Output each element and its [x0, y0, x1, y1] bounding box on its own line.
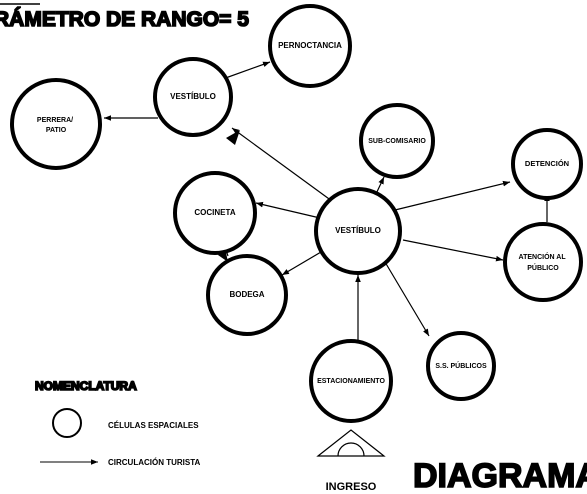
edge-vestibulo2-sspublicos: [384, 261, 430, 337]
diagram-title: RÁMETRO DE RANGO= 5: [0, 8, 249, 31]
node-label-sspublicos: S.S. PÚBLICOS: [435, 361, 487, 370]
legend-title: NOMENCLATURA: [35, 379, 137, 393]
edge-vestibulo2-bodega: [281, 251, 322, 276]
node-vestibulo: VESTÍBULO: [153, 57, 233, 137]
node-perrera: PERRERA/ PATIO: [10, 78, 102, 170]
node-atencion: ATENCIÓN AL PÚBLICO: [503, 222, 583, 302]
node-sspublicos: S.S. PÚBLICOS: [426, 331, 496, 401]
node-subcomisario: SUB-COMISARIO: [359, 103, 435, 179]
node-label-vestibulo2: VESTÍBULO: [335, 226, 381, 235]
node-vestibulo2: VESTÍBULO: [314, 187, 402, 275]
edge-vestibulo2-vestibulo: [231, 127, 337, 205]
node-label-atencion: ATENCIÓN AL PÚBLICO: [519, 252, 568, 272]
node-label-bodega: BODEGA: [229, 290, 264, 299]
legend-cells-label: CÉLULAS ESPACIALES: [108, 421, 199, 430]
node-cocineta: COCINETA: [173, 171, 257, 255]
connector-tab-vestibulo: [226, 130, 240, 145]
edge-vestibulo2-cocineta: [255, 201, 321, 219]
node-label-cocineta: COCINETA: [194, 208, 235, 217]
node-label-detencion: DETENCIÓN: [525, 159, 569, 168]
node-detencion: DETENCIÓN: [511, 128, 583, 200]
entrance-arch-icon: [316, 429, 386, 457]
edge-vestibulo-pernoctancia: [219, 61, 271, 81]
node-estacionamiento: ESTACIONAMIENTO: [309, 339, 393, 423]
node-label-perrera: PERRERA/ PATIO: [37, 117, 75, 134]
edge-vestibulo2-atencion: [402, 239, 504, 262]
footer-title: DIAGRAMA: [413, 457, 587, 494]
node-label-estacionamiento: ESTACIONAMIENTO: [317, 378, 385, 385]
node-pernoctancia: PERNOCTANCIA: [268, 4, 352, 88]
edge-vestibulo2-detencion: [394, 180, 511, 211]
node-label-pernoctancia: PERNOCTANCIA: [278, 41, 342, 50]
node-bodega: BODEGA: [206, 254, 288, 336]
node-label-vestibulo: VESTÍBULO: [170, 92, 216, 101]
node-label-subcomisario: SUB-COMISARIO: [368, 138, 426, 145]
legend-circle-icon: [52, 408, 82, 438]
legend-circulation-label: CIRCULACIÓN TURISTA: [108, 458, 201, 467]
entrance-label: INGRESO: [326, 481, 377, 493]
